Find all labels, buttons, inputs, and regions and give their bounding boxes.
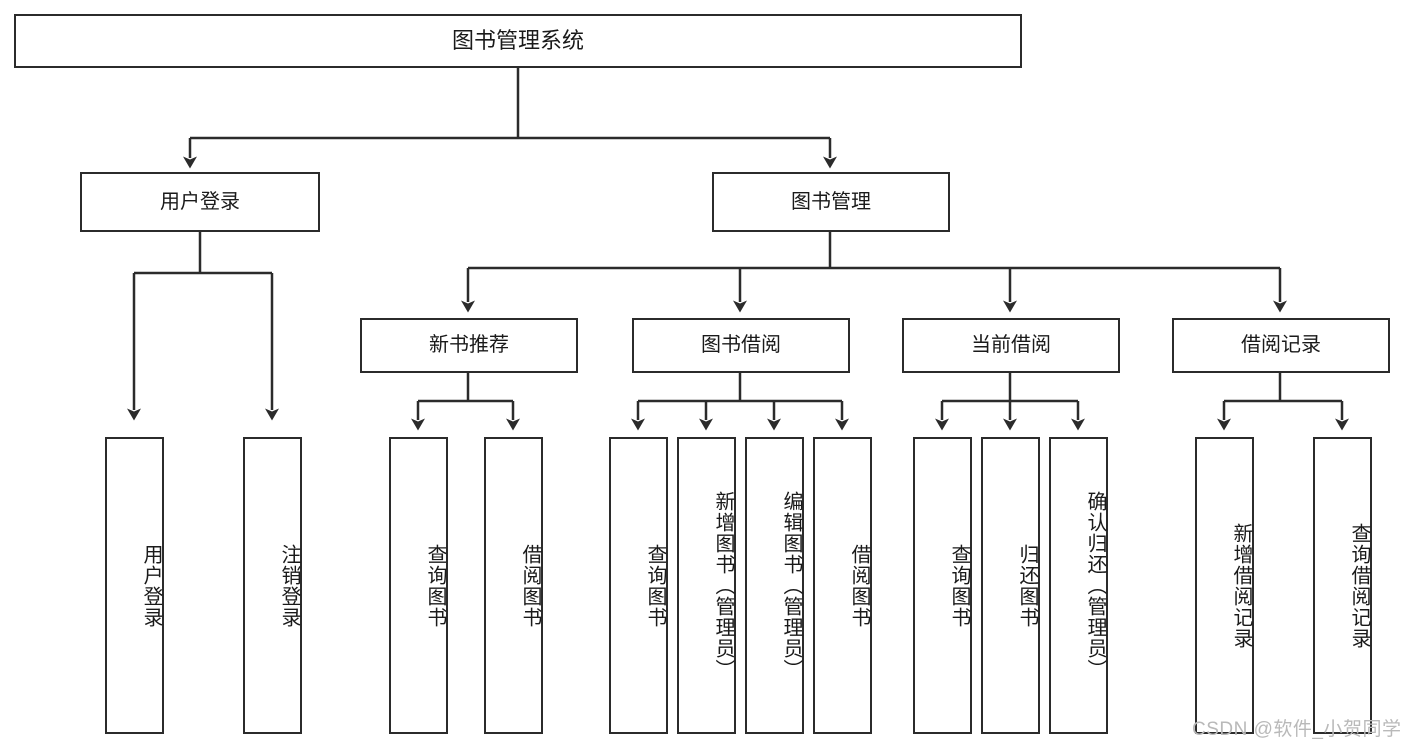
node-label: 确认归还（管理员）: [1084, 491, 1106, 680]
leaf-new-book-borrow-book[interactable]: 借阅图书: [484, 437, 543, 734]
node-root-system[interactable]: 图书管理系统: [14, 14, 1022, 68]
node-label: 查询图书: [948, 543, 970, 628]
leaf-borrow-borrow-book[interactable]: 借阅图书: [813, 437, 872, 734]
node-label: 新增借阅记录: [1230, 522, 1252, 649]
node-label: 图书管理系统: [451, 27, 584, 53]
node-label: 查询图书: [424, 543, 446, 628]
leaf-borrow-query-book[interactable]: 查询图书: [609, 437, 668, 734]
node-borrow-record[interactable]: 借阅记录: [1172, 318, 1390, 373]
node-label: 新书推荐: [429, 334, 509, 357]
leaf-current-confirm-return-admin[interactable]: 确认归还（管理员）: [1049, 437, 1108, 734]
leaf-user-login[interactable]: 用户登录: [105, 437, 164, 734]
node-label: 编辑图书（管理员）: [780, 491, 802, 680]
node-label: 归还图书: [1016, 543, 1038, 628]
node-label: 当前借阅: [971, 334, 1051, 357]
leaf-logout-login[interactable]: 注销登录: [243, 437, 302, 734]
node-label: 图书管理: [791, 190, 871, 213]
leaf-new-book-query-book[interactable]: 查询图书: [389, 437, 448, 734]
node-label: 注销登录: [278, 543, 300, 628]
node-new-book-recommend[interactable]: 新书推荐: [360, 318, 578, 373]
leaf-current-return-book[interactable]: 归还图书: [981, 437, 1040, 734]
node-label: 查询图书: [644, 543, 666, 628]
node-user-login[interactable]: 用户登录: [80, 172, 320, 232]
node-label: 图书借阅: [701, 334, 781, 357]
leaf-record-query-borrow-record[interactable]: 查询借阅记录: [1313, 437, 1372, 734]
node-label: 借阅记录: [1241, 334, 1321, 357]
node-book-management[interactable]: 图书管理: [712, 172, 950, 232]
node-book-borrow[interactable]: 图书借阅: [632, 318, 850, 373]
leaf-borrow-add-book-admin[interactable]: 新增图书（管理员）: [677, 437, 736, 734]
leaf-record-add-borrow-record[interactable]: 新增借阅记录: [1195, 437, 1254, 734]
leaf-current-query-book[interactable]: 查询图书: [913, 437, 972, 734]
node-label: 新增图书（管理员）: [712, 491, 734, 680]
node-label: 用户登录: [160, 190, 240, 213]
leaf-borrow-edit-book-admin[interactable]: 编辑图书（管理员）: [745, 437, 804, 734]
node-label: 用户登录: [140, 543, 162, 628]
node-label: 查询借阅记录: [1348, 522, 1370, 649]
node-current-borrow[interactable]: 当前借阅: [902, 318, 1120, 373]
node-label: 借阅图书: [848, 543, 870, 628]
node-label: 借阅图书: [519, 543, 541, 628]
